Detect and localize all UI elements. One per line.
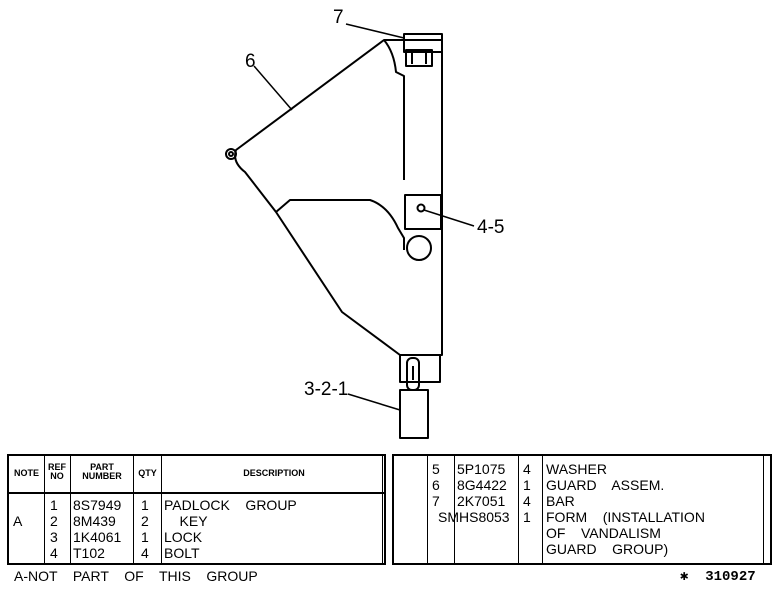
cell-part: SMHS8053 — [438, 509, 510, 525]
cell-desc: BAR — [546, 493, 575, 509]
header-note: NOTE — [13, 468, 39, 478]
cell-desc: LOCK — [164, 529, 203, 545]
cell-desc: PADLOCK GROUP — [164, 497, 297, 513]
padlock-body — [399, 389, 429, 439]
cell-desc: BOLT — [164, 545, 200, 561]
callout-3-2-1: 3-2-1 — [304, 379, 349, 400]
guard-assembly-drawing — [225, 23, 475, 439]
round-knob — [406, 235, 432, 261]
cell-part: 2K7051 — [457, 493, 506, 509]
cell-qty: 4 — [523, 493, 531, 509]
guard-inner-cut — [275, 199, 405, 250]
cell-qty: 1 — [141, 529, 149, 545]
cell-desc: KEY — [164, 513, 208, 529]
cell-ref: 5 — [432, 461, 440, 477]
cell-part: 5P1075 — [457, 461, 506, 477]
callout-4-5: 4-5 — [477, 217, 505, 238]
cell-desc: WASHER — [546, 461, 607, 477]
header-ref-no: REF NO — [48, 462, 66, 481]
cell-part: T102 — [73, 545, 105, 561]
hinge-pin — [225, 148, 237, 160]
cell-part: 8S7949 — [73, 497, 122, 513]
cell-desc: GUARD GROUP) — [546, 541, 669, 557]
cell-ref: 7 — [432, 493, 440, 509]
illustration-number: ✱ 310927 — [680, 569, 756, 585]
parts-table-right: 5 5P1075 4 WASHER 6 8G4422 1 GUARD ASSEM… — [392, 454, 772, 565]
cell-qty: 2 — [141, 513, 149, 529]
bar-block — [403, 33, 443, 53]
cell-ref: 1 — [50, 497, 58, 513]
callout-6: 6 — [245, 51, 256, 72]
cell-part: 1K4061 — [73, 529, 122, 545]
parts-table-left: NOTE REF NO PART NUMBER QTY DESCRIPTION … — [7, 454, 386, 565]
header-description: DESCRIPTION — [243, 468, 305, 478]
guard-outline — [234, 39, 443, 356]
cell-qty: 1 — [141, 497, 149, 513]
header-qty: QTY — [138, 468, 157, 478]
washer-hole — [416, 203, 426, 213]
cell-qty: 4 — [141, 545, 149, 561]
leader-6 — [253, 65, 293, 111]
callout-7: 7 — [333, 7, 344, 28]
cell-desc: FORM (INSTALLATION — [546, 509, 705, 525]
footer-note: A-NOT PART OF THIS GROUP — [14, 568, 258, 584]
cell-ref: 3 — [50, 529, 58, 545]
leader-7 — [345, 23, 405, 39]
cell-ref: 6 — [432, 477, 440, 493]
cell-ref: 4 — [50, 545, 58, 561]
cell-desc: OF VANDALISM — [546, 525, 661, 541]
cell-qty: 1 — [523, 477, 531, 493]
cell-part: 8G4422 — [457, 477, 507, 493]
bar-block-lower — [405, 49, 433, 67]
header-part-number: PART NUMBER — [82, 462, 122, 481]
guard-top-bend — [383, 39, 405, 180]
cell-note: A — [13, 513, 23, 529]
cell-part: 8M439 — [73, 513, 116, 529]
leader-3-2-1 — [347, 393, 401, 411]
cell-ref: 2 — [50, 513, 58, 529]
cell-qty: 1 — [523, 509, 531, 525]
washer-plate — [404, 194, 442, 230]
cell-desc: GUARD ASSEM. — [546, 477, 665, 493]
cell-qty: 4 — [523, 461, 531, 477]
leader-4-5 — [423, 209, 475, 227]
